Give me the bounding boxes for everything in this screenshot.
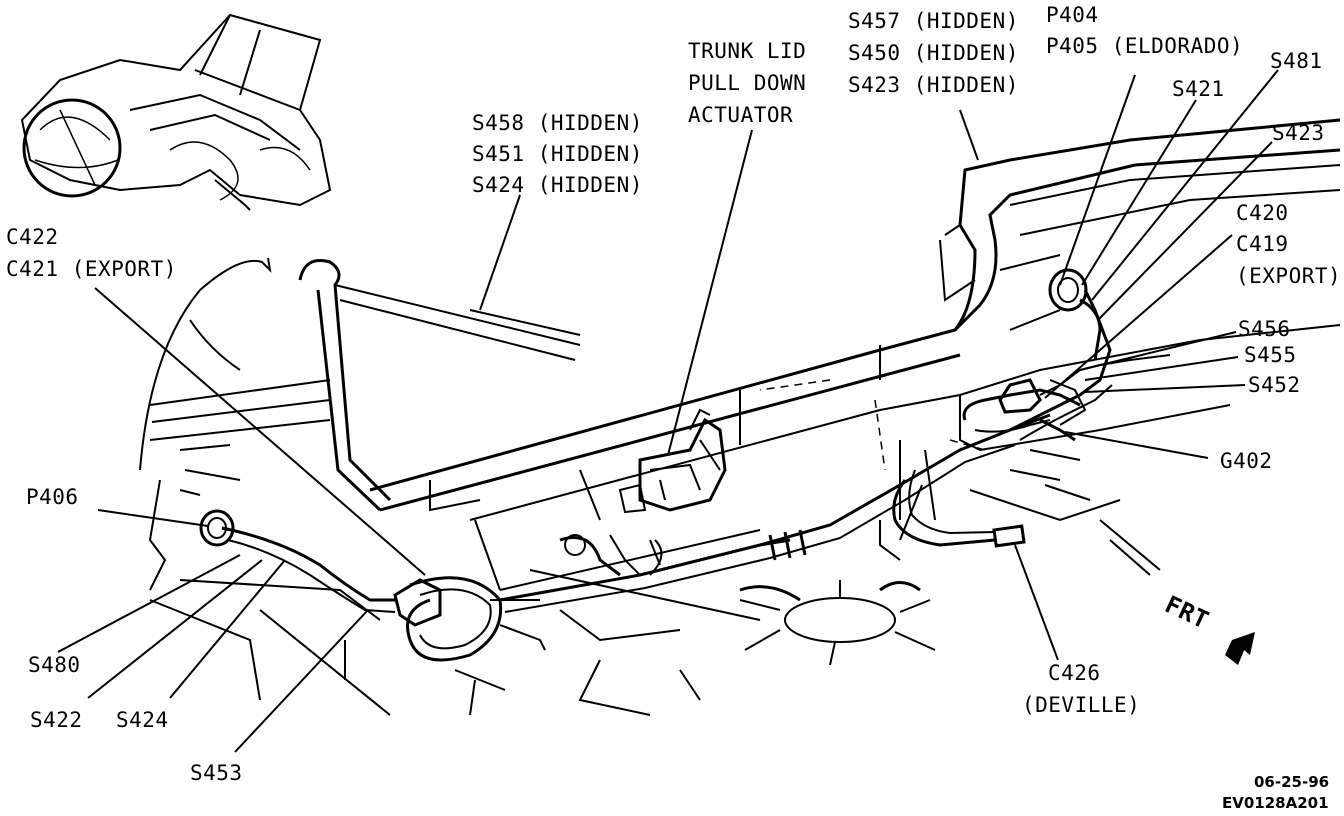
label-s424: S424 — [116, 708, 169, 732]
label-p404: P404 — [1046, 3, 1099, 27]
label-c426: C426 — [1048, 661, 1101, 685]
leader-lines — [57, 69, 1279, 753]
label-s456: S456 — [1238, 317, 1291, 341]
label-c420: C420 — [1236, 201, 1289, 225]
p406-grommet — [199, 509, 235, 547]
front-direction-arrow — [1225, 632, 1255, 665]
label-date-code: 06-25-96 — [1254, 773, 1329, 791]
label-s424-hidden: S424 (HIDDEN) — [472, 173, 643, 197]
label-s458: S458 (HIDDEN) — [472, 111, 643, 135]
label-p406: P406 — [26, 485, 79, 509]
label-s451: S451 (HIDDEN) — [472, 142, 643, 166]
label-deville: (DEVILLE) — [1022, 693, 1140, 717]
p404-grommet — [1048, 268, 1088, 312]
label-s455: S455 — [1244, 343, 1297, 367]
c426-connector — [992, 524, 1026, 548]
label-c421: C421 (EXPORT) — [6, 257, 177, 281]
label-trunk-lid-line3: ACTUATOR — [688, 103, 793, 127]
trunk-body-outline — [139, 118, 1341, 716]
label-s422: S422 — [30, 708, 83, 732]
wiring-harness — [199, 268, 1171, 662]
label-frt: FRT — [1161, 590, 1213, 634]
vehicle-inset-thumbnail — [20, 13, 332, 211]
label-trunk-lid-line1: TRUNK LID — [688, 39, 806, 63]
label-trunk-lid-line2: PULL DOWN — [688, 71, 806, 95]
label-s423: S423 — [1272, 121, 1325, 145]
label-s452: S452 — [1248, 373, 1301, 397]
g402-ground — [1039, 418, 1076, 442]
label-s457: S457 (HIDDEN) — [848, 9, 1019, 33]
label-s453: S453 — [190, 761, 243, 785]
label-s480: S480 — [28, 653, 81, 677]
label-figure-code: EV0128A201 — [1222, 794, 1329, 812]
label-c419: C419 — [1236, 232, 1289, 256]
label-s423-hidden: S423 (HIDDEN) — [848, 73, 1019, 97]
label-g402: G402 — [1220, 449, 1273, 473]
label-s421: S421 — [1172, 77, 1225, 101]
label-c422: C422 — [6, 225, 59, 249]
trunk-lid-actuator — [618, 408, 727, 514]
callout-labels: S458 (HIDDEN) S451 (HIDDEN) S424 (HIDDEN… — [6, 3, 1341, 812]
c422-connector — [393, 578, 442, 627]
label-s450: S450 (HIDDEN) — [848, 41, 1019, 65]
label-export-right: (EXPORT) — [1236, 264, 1341, 288]
label-p405: P405 (ELDORADO) — [1046, 34, 1243, 58]
label-s481: S481 — [1270, 49, 1323, 73]
